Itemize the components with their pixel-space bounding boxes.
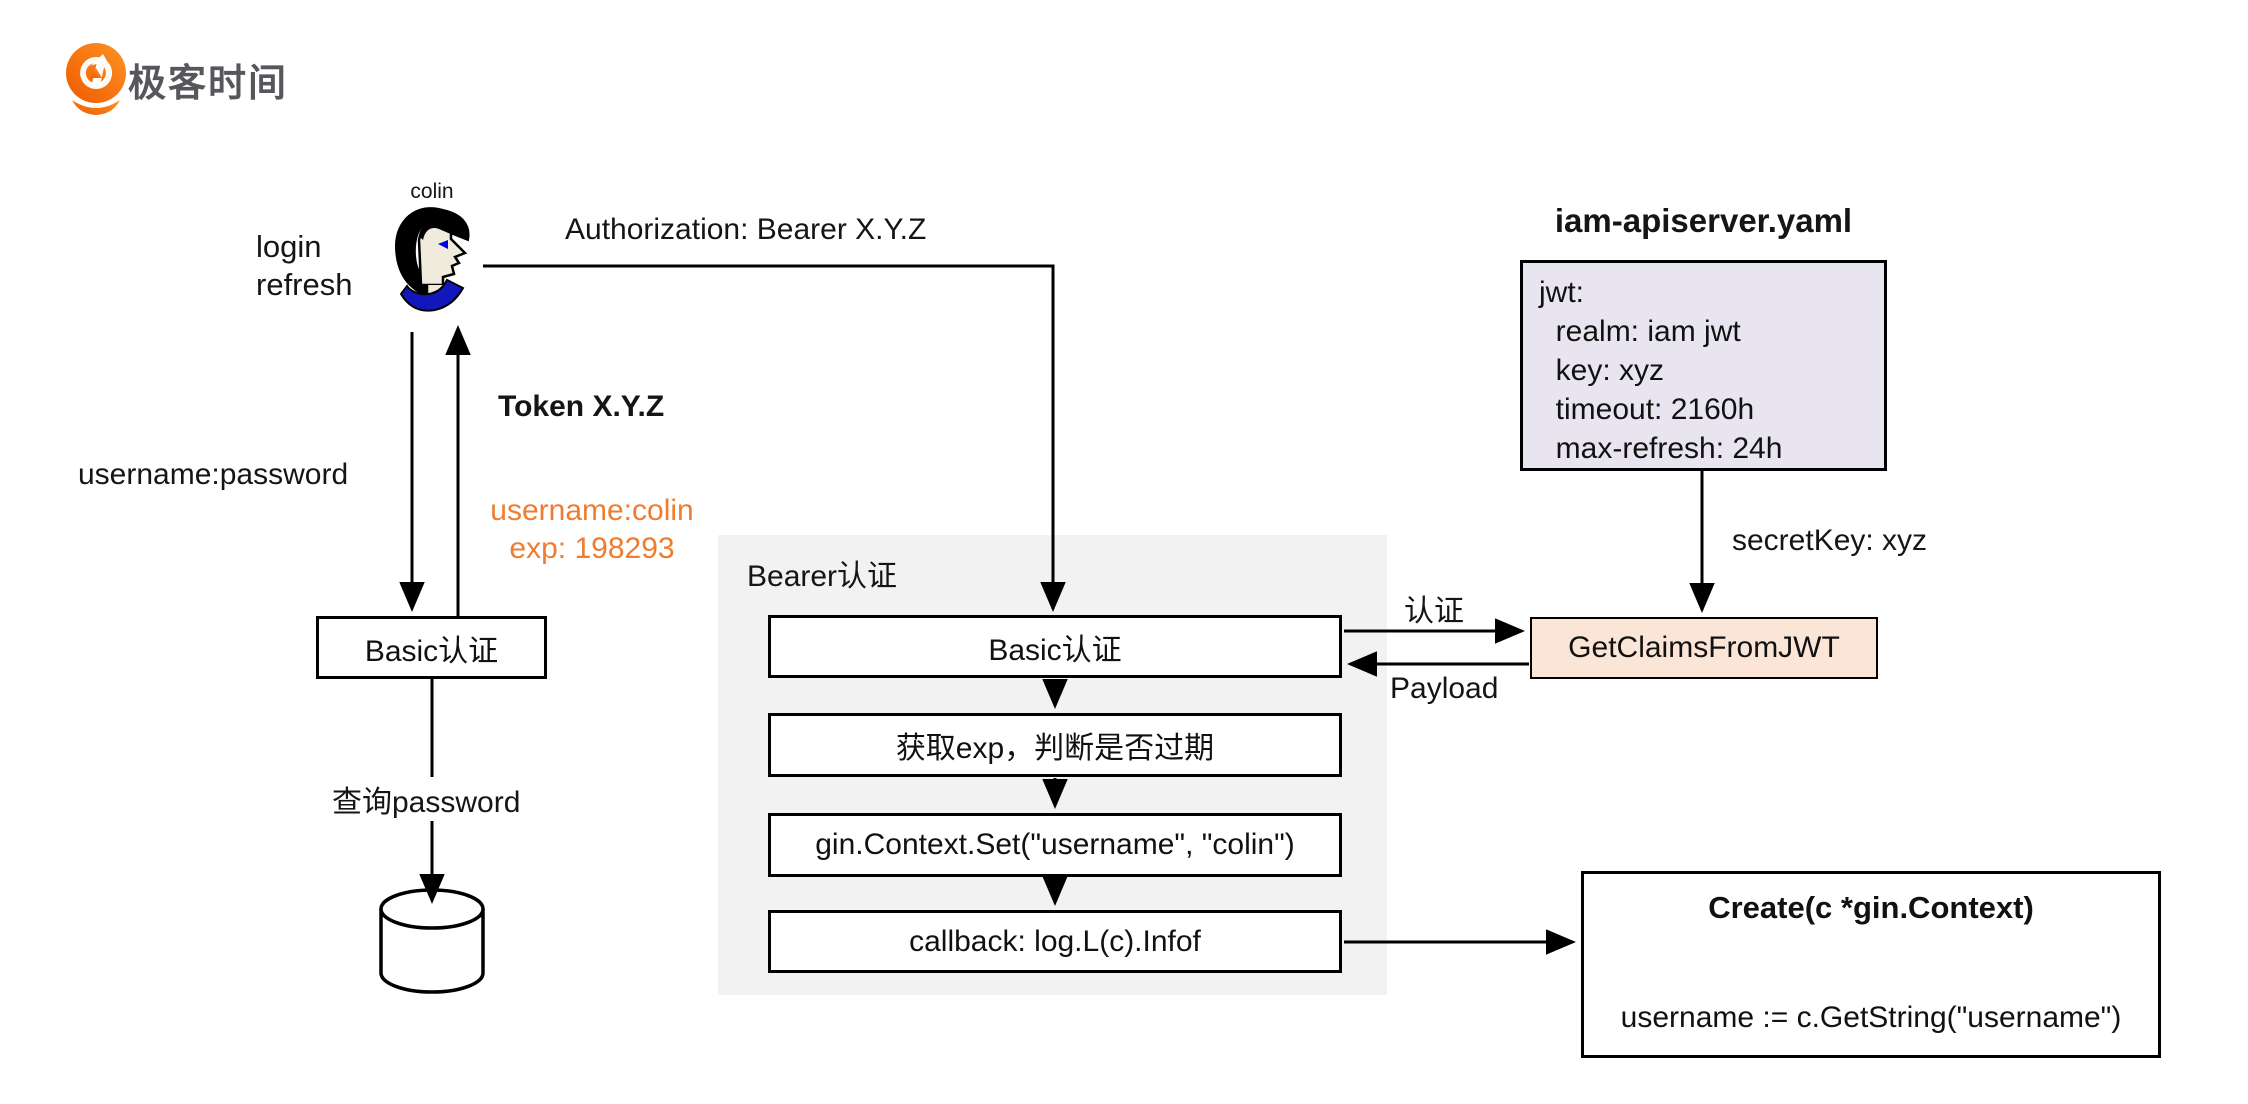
- yaml-line: jwt:: [1539, 276, 1584, 309]
- step-callback: callback: log.L(c).Infof: [768, 910, 1342, 973]
- claim-username: username:colin: [490, 494, 694, 527]
- yaml-line: max-refresh: 24h: [1539, 432, 1783, 465]
- basic-auth-box: Basic认证: [316, 616, 547, 679]
- action-login: login: [256, 229, 322, 264]
- geektime-logo-icon: [66, 43, 126, 115]
- actor-name: colin: [410, 180, 454, 203]
- step-basic-auth: Basic认证: [768, 615, 1342, 678]
- create-signature: Create(c *gin.Context): [1708, 890, 2034, 925]
- action-refresh: refresh: [256, 267, 353, 302]
- basic-credentials-label: username:password: [78, 458, 349, 491]
- yaml-line: key: xyz: [1539, 354, 1665, 387]
- yaml-line: timeout: 2160h: [1539, 393, 1755, 426]
- create-handler-box: Create(c *gin.Context) username := c.Get…: [1581, 871, 2161, 1058]
- user-avatar-icon: [394, 207, 470, 312]
- brand-name: 极客时间: [128, 63, 289, 105]
- token-label: Token X.Y.Z: [498, 390, 665, 423]
- get-claims-box: GetClaimsFromJWT: [1530, 617, 1878, 679]
- query-password-label: 查询password: [326, 777, 527, 821]
- claim-exp: exp: 198293: [509, 532, 675, 565]
- database-icon: [379, 888, 485, 994]
- step-check-exp: 获取exp，判断是否过期: [768, 713, 1342, 777]
- step-context-set: gin.Context.Set("username", "colin"): [768, 813, 1342, 877]
- yaml-line: realm: iam jwt: [1539, 315, 1741, 348]
- bearer-panel-title: Bearer认证: [747, 560, 898, 593]
- create-statement: username := c.GetString("username"): [1620, 1001, 2122, 1034]
- secret-key-label: secretKey: xyz: [1732, 524, 1928, 557]
- jwt-config-box: jwt: realm: iam jwt key: xyz timeout: 21…: [1520, 260, 1887, 471]
- payload-arrow-label: Payload: [1390, 672, 1499, 705]
- actor-actions: login refresh: [256, 228, 352, 304]
- auth-arrow-label: 认证: [1404, 595, 1464, 628]
- config-file-title: iam-apiserver.yaml: [1554, 202, 1853, 239]
- authorization-header-label: Authorization: Bearer X.Y.Z: [565, 213, 927, 246]
- token-claims-label: username:colin exp: 198293: [452, 492, 732, 568]
